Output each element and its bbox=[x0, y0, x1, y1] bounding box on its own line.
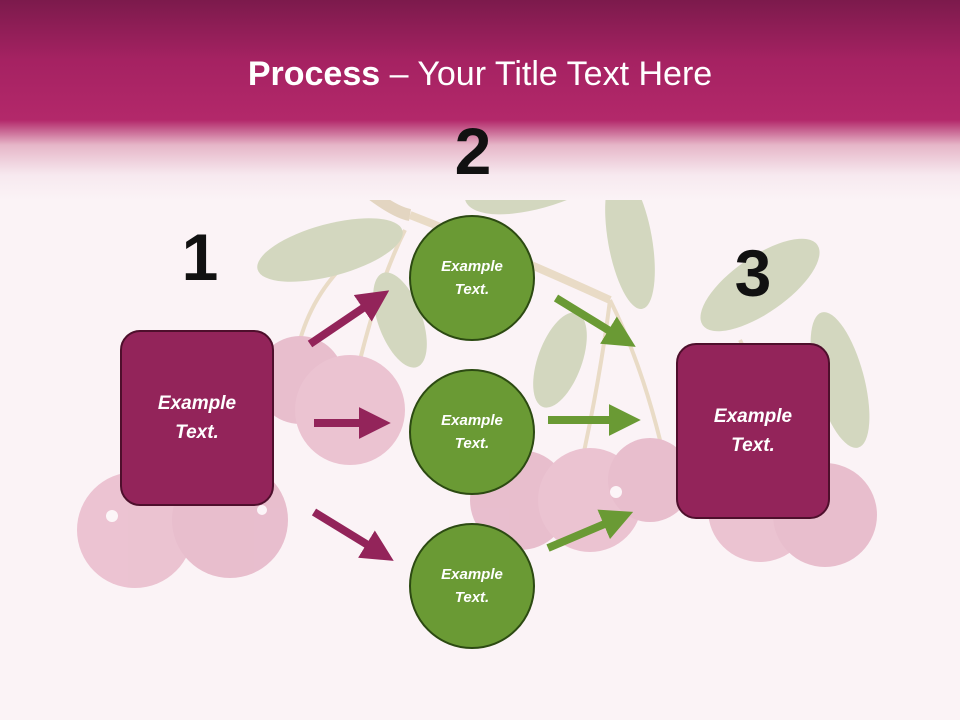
step-number-2: 2 bbox=[454, 114, 492, 188]
arrow-left-upper bbox=[307, 290, 390, 348]
arrow-right-upper bbox=[553, 294, 636, 347]
circle-bottom-line2: Text. bbox=[454, 589, 490, 606]
circle-top-line2: Text. bbox=[454, 281, 490, 298]
right-step-box: Example Text. bbox=[676, 343, 830, 519]
slide-title: Process – Your Title Text Here bbox=[0, 52, 960, 96]
step-number-3: 3 bbox=[734, 236, 772, 310]
left-box-line2: Text. bbox=[175, 422, 219, 443]
right-box-line2: Text. bbox=[731, 435, 775, 456]
header-band bbox=[0, 0, 960, 200]
left-step-box-text: Example Text. bbox=[137, 389, 257, 447]
right-box-line1: Example bbox=[713, 406, 793, 427]
right-step-box-text: Example Text. bbox=[693, 402, 813, 460]
step-number-1: 1 bbox=[181, 220, 219, 294]
title-bold: Process bbox=[247, 55, 381, 93]
circle-middle-line1: Example bbox=[441, 412, 503, 429]
circle-bottom-line1: Example bbox=[441, 566, 503, 583]
title-rest: – Your Title Text Here bbox=[380, 55, 713, 93]
step-circle-middle: Example Text. bbox=[409, 369, 535, 495]
left-box-line1: Example bbox=[157, 393, 237, 414]
circle-middle-line2: Text. bbox=[454, 435, 490, 452]
step-circle-bottom: Example Text. bbox=[409, 523, 535, 649]
step-circle-top: Example Text. bbox=[409, 215, 535, 341]
arrow-left-lower-visible bbox=[311, 508, 394, 561]
circle-top-line1: Example bbox=[441, 258, 503, 275]
left-step-box: Example Text. bbox=[120, 330, 274, 506]
arrow-right-lower bbox=[546, 509, 634, 552]
